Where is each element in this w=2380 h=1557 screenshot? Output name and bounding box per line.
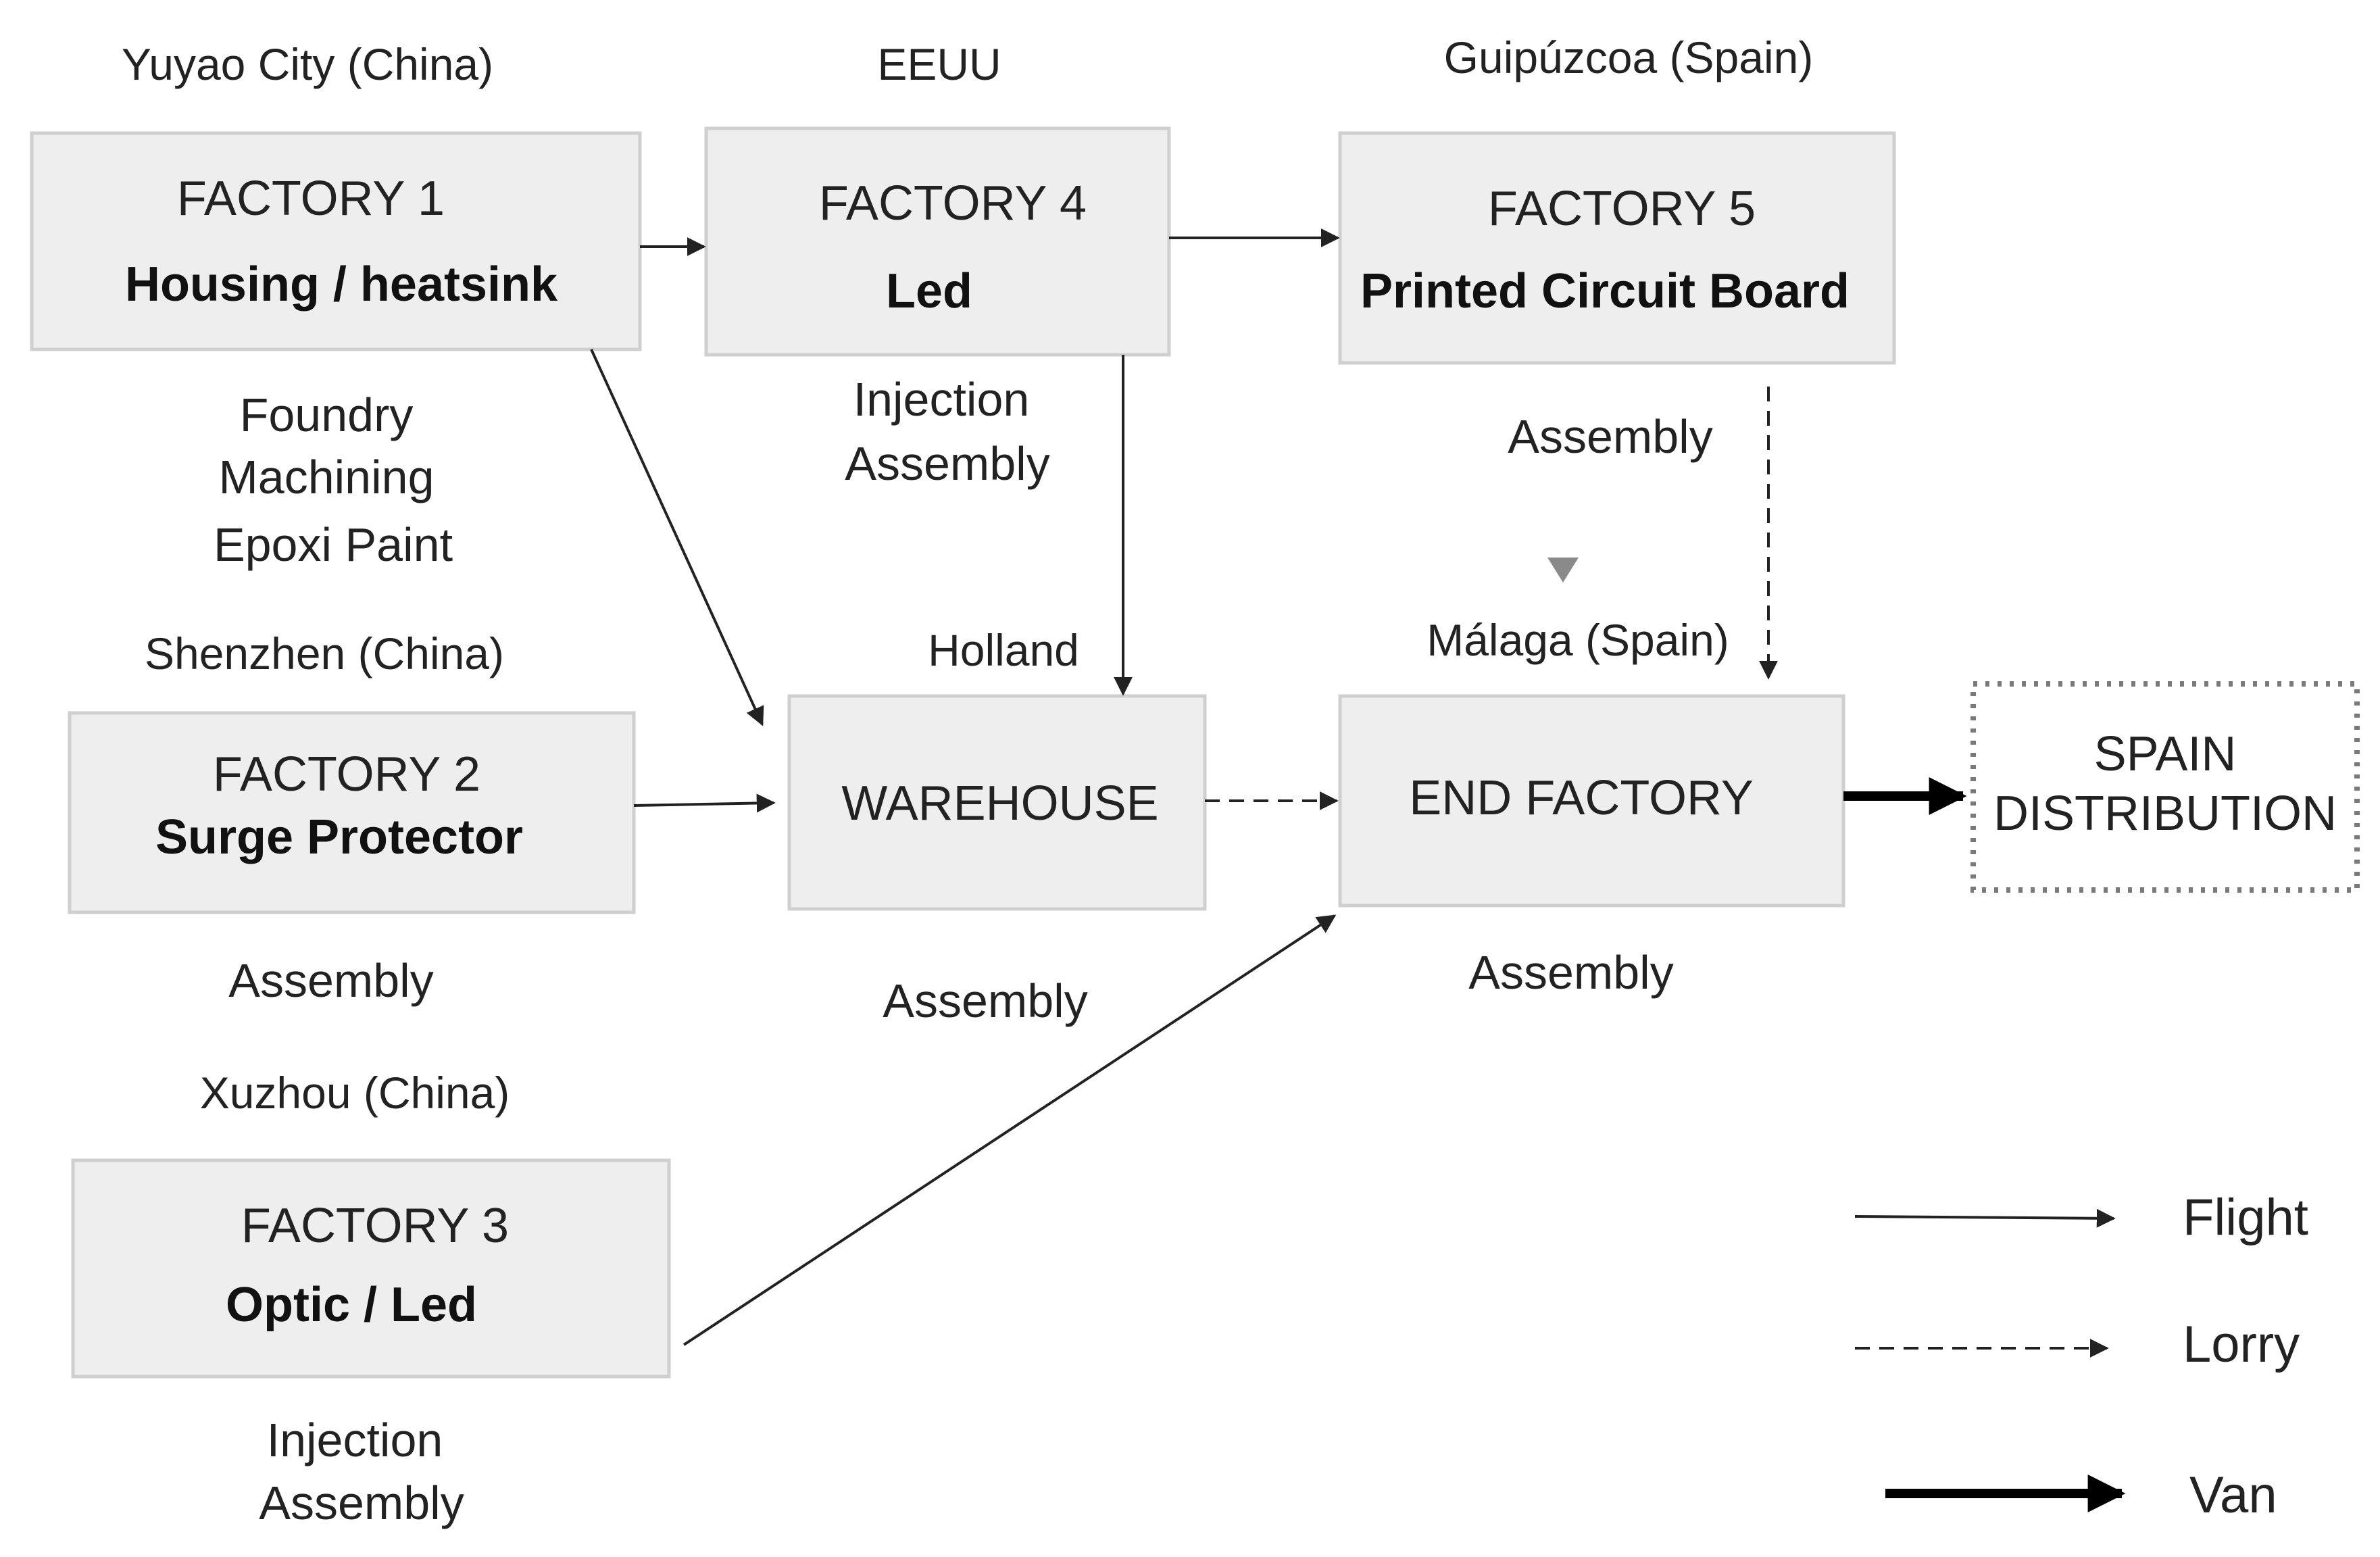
legend-flight-line (1854, 1208, 2116, 1228)
warehouse-title: WAREHOUSE (841, 776, 1158, 831)
node-factory-1: FACTORY 1 Housing / heatsink (30, 131, 642, 351)
location-malaga: Málaga (Spain) (1427, 615, 1729, 665)
process-factory-1-foundry: Foundry (240, 389, 414, 441)
location-guipuzcoa: Guipúzcoa (Spain) (1444, 32, 1814, 82)
factory-3-title: FACTORY 3 (241, 1199, 509, 1253)
distribution-line-1: SPAIN (2094, 727, 2237, 781)
factory-4-title: FACTORY 4 (819, 176, 1087, 230)
factory-5-product: Printed Circuit Board (1360, 264, 1850, 318)
location-yuyao: Yuyao City (China) (122, 39, 493, 89)
distribution-line-2: DISTRIBUTION (1993, 787, 2337, 841)
legend-van-label: Van (2189, 1466, 2277, 1524)
process-factory-3-injection: Injection (267, 1414, 443, 1466)
legend-lorry-label: Lorry (2183, 1316, 2300, 1373)
location-eeuu: EEUU (877, 39, 1001, 89)
factory-4-product: Led (886, 264, 972, 318)
edge-factory-2-to-warehouse (633, 793, 776, 813)
process-factory-1-machining: Machining (218, 451, 434, 503)
factory-3-product: Optic / Led (226, 1278, 477, 1332)
process-factory-4-assembly: Assembly (845, 437, 1049, 490)
process-factory-5-assembly: Assembly (1508, 410, 1712, 463)
node-factory-3: FACTORY 3 Optic / Led (71, 1158, 671, 1379)
process-factory-4-injection: Injection (853, 373, 1030, 426)
location-xuzhou: Xuzhou (China) (200, 1068, 510, 1118)
node-end-factory: END FACTORY (1338, 694, 1845, 908)
node-factory-4: FACTORY 4 Led (704, 126, 1171, 357)
edge-factory-3-to-end-factory (683, 914, 1337, 1346)
factory-5-title: FACTORY 5 (1488, 182, 1756, 236)
location-holland: Holland (928, 625, 1079, 675)
legend-flight-label: Flight (2183, 1189, 2308, 1246)
node-warehouse: WAREHOUSE (787, 694, 1207, 911)
location-shenzhen: Shenzhen (China) (145, 628, 504, 678)
process-factory-1-epoxi-paint: Epoxi Paint (214, 518, 453, 571)
process-warehouse-assembly: Assembly (883, 974, 1087, 1027)
node-factory-2: FACTORY 2 Surge Protector (68, 711, 636, 914)
factory-1-title: FACTORY 1 (177, 172, 445, 226)
process-factory-3-assembly: Assembly (259, 1477, 464, 1529)
factory-2-title: FACTORY 2 (213, 747, 480, 801)
legend: Flight Lorry Van (1854, 1189, 2308, 1524)
end-factory-title: END FACTORY (1409, 771, 1753, 825)
factory-2-product: Surge Protector (155, 810, 523, 864)
process-end-factory-assembly: Assembly (1468, 946, 1673, 999)
process-factory-2-assembly: Assembly (228, 954, 433, 1007)
node-factory-5: FACTORY 5 Printed Circuit Board (1338, 131, 1896, 365)
node-spain-distribution: SPAIN DISTRIBUTION (1970, 681, 2360, 893)
down-triangle-marker-icon (1547, 558, 1579, 583)
factory-1-product: Housing / heatsink (125, 257, 558, 312)
edge-factory-1-to-warehouse (590, 349, 764, 726)
